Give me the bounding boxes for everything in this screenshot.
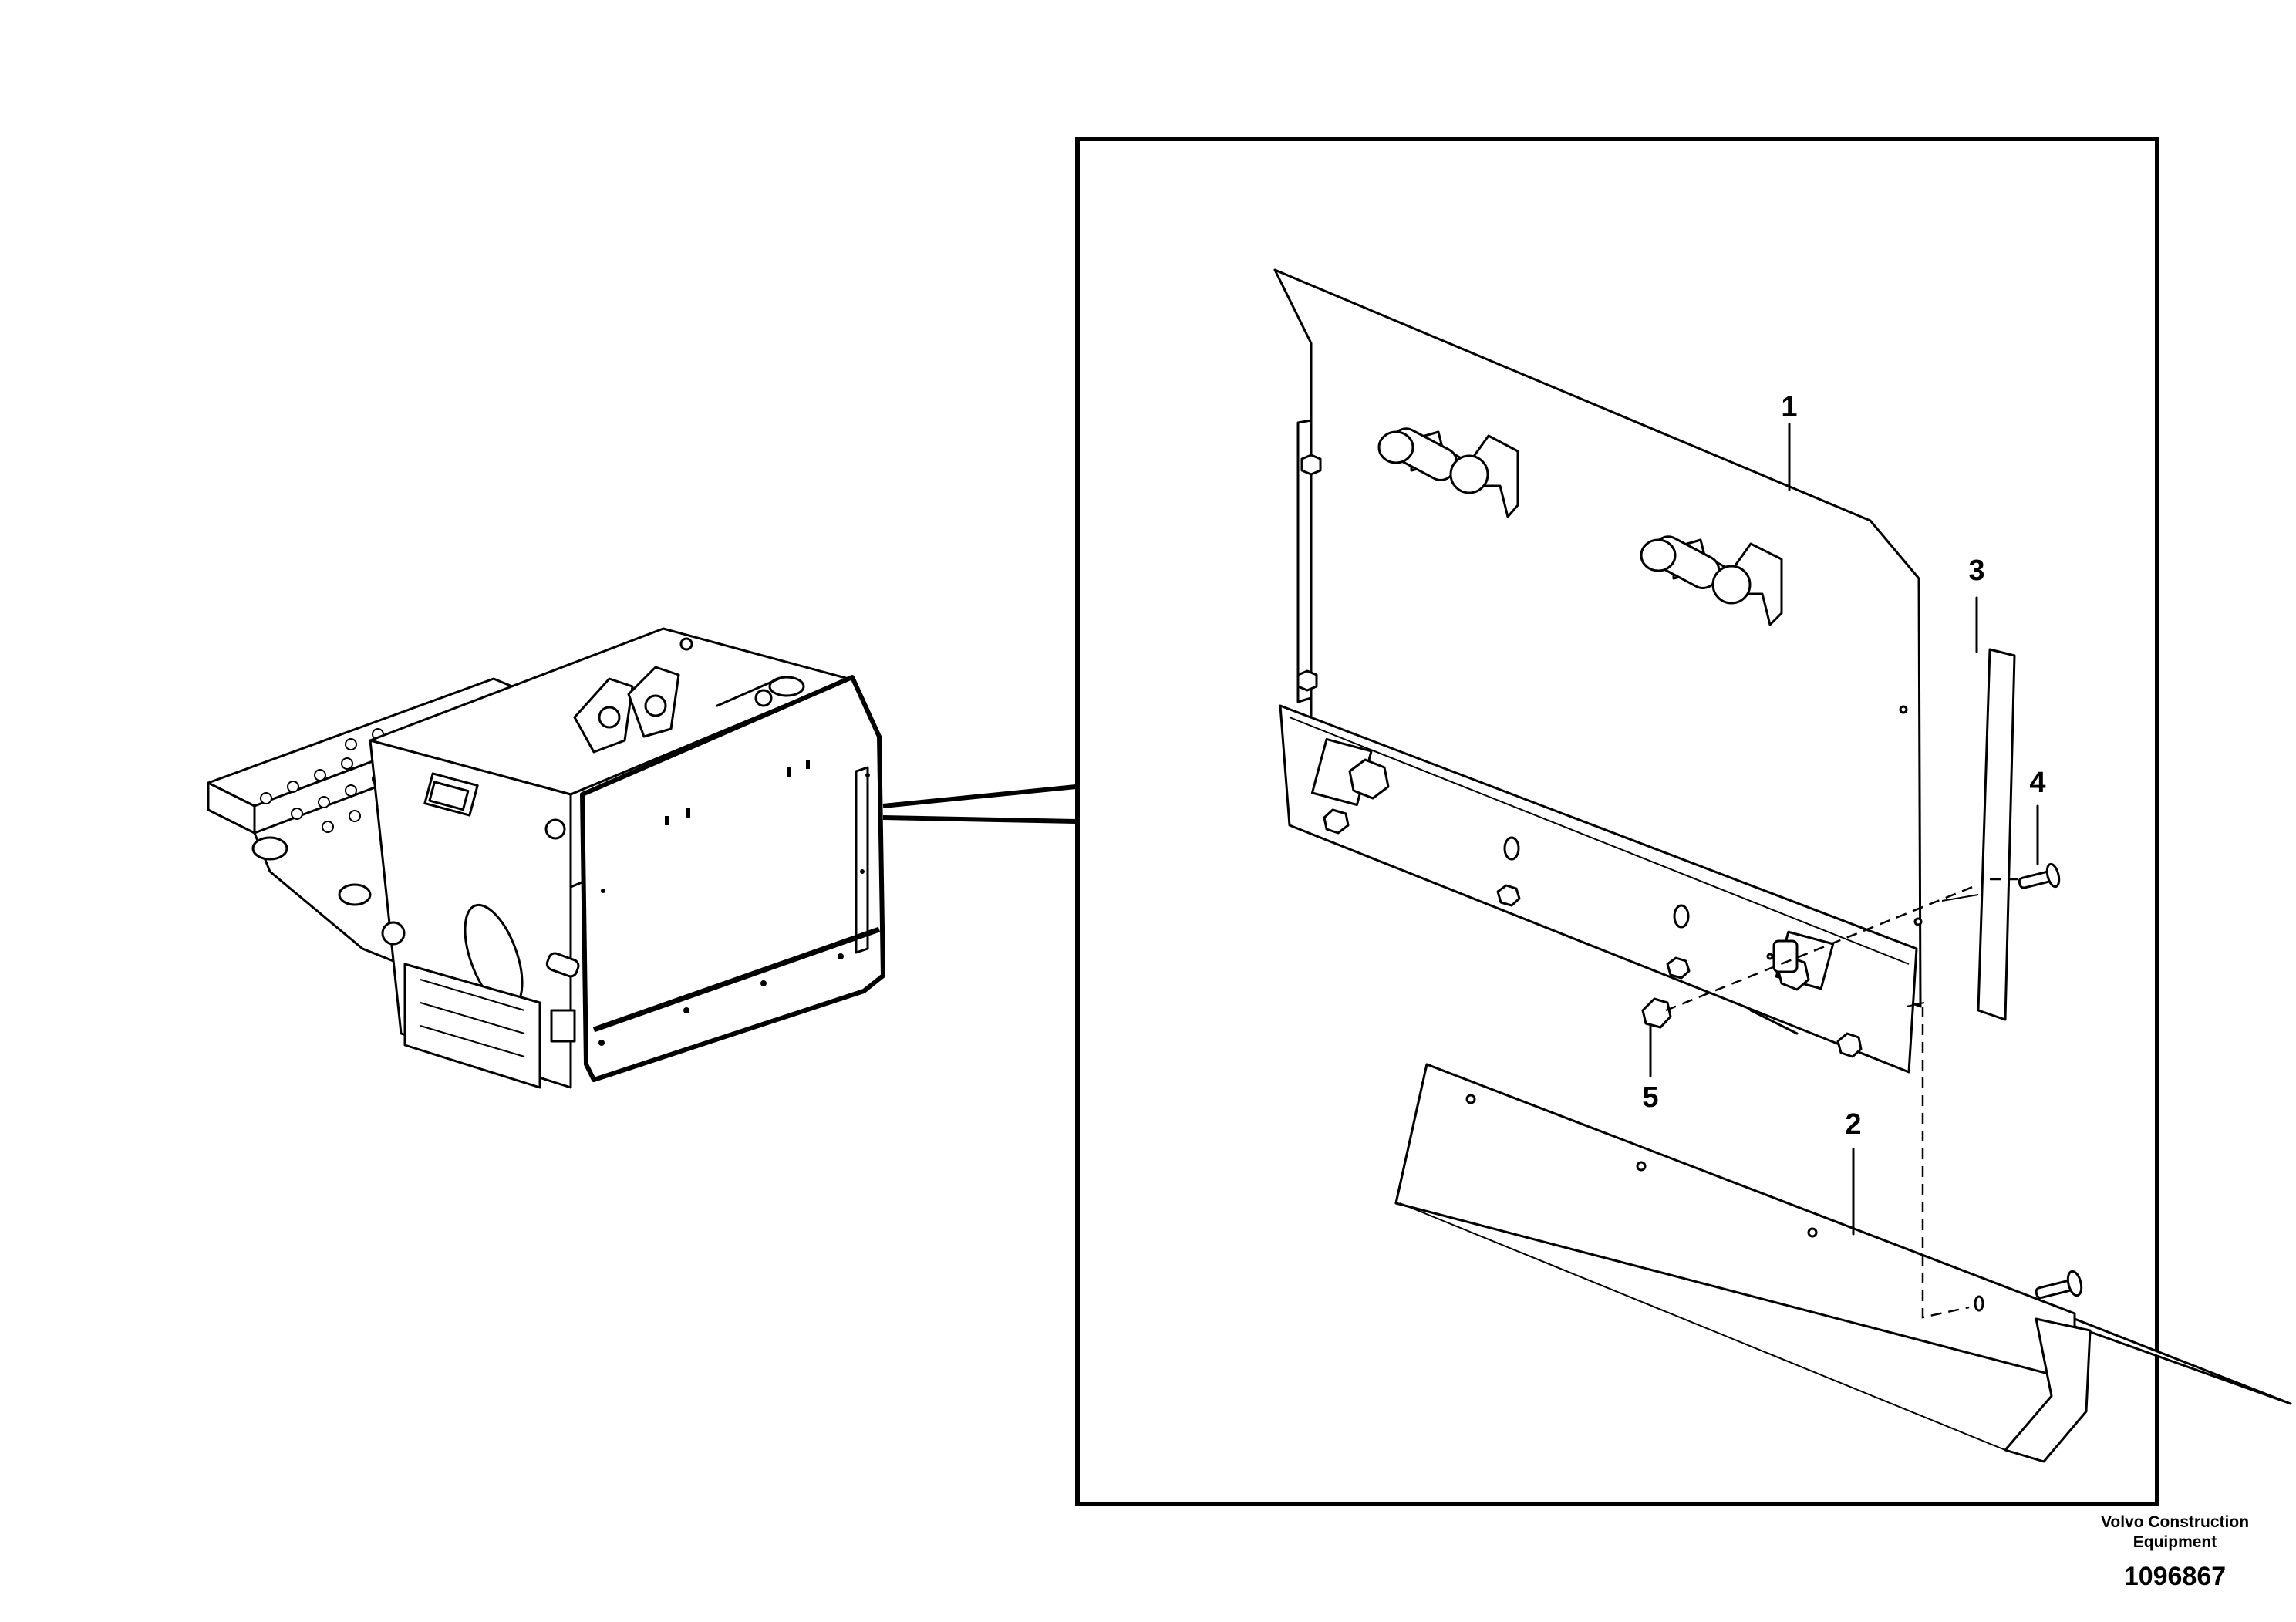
callout-2: 2 (1845, 1108, 1861, 1141)
footer: Volvo Construction Equipment 1096867 (2101, 1513, 2249, 1591)
callout-1: 1 (1781, 391, 1797, 423)
callout-leaders (1649, 423, 2039, 1236)
assembly-lines (1665, 878, 2019, 1319)
flange-hardware (1310, 705, 1923, 1058)
brand-line-2: Equipment (2133, 1533, 2217, 1551)
hinge-lug-upper (1377, 427, 1519, 518)
part-2-angle-strip (1394, 1063, 2292, 1463)
callout-4: 4 (2029, 767, 2045, 799)
part-1-guard-plate (1273, 268, 1923, 1074)
detail-frame (1075, 137, 2159, 1506)
hinge-lug-lower (1640, 535, 1783, 626)
callout-labels: 1 2 3 4 5 (1642, 391, 2045, 1141)
document-number: 1096867 (2124, 1562, 2226, 1591)
callout-5: 5 (1642, 1081, 1658, 1114)
detail-assembly (1273, 268, 2292, 1463)
brand-line-1: Volvo Construction (2101, 1513, 2249, 1531)
part-5-nut (1641, 997, 1672, 1029)
part-4-bolt (2018, 862, 2061, 889)
overview-assembly (207, 627, 1077, 1089)
callout-3: 3 (1968, 555, 1984, 587)
guard-plate-overview (580, 675, 885, 1082)
part-3-strip (1977, 648, 2016, 1021)
